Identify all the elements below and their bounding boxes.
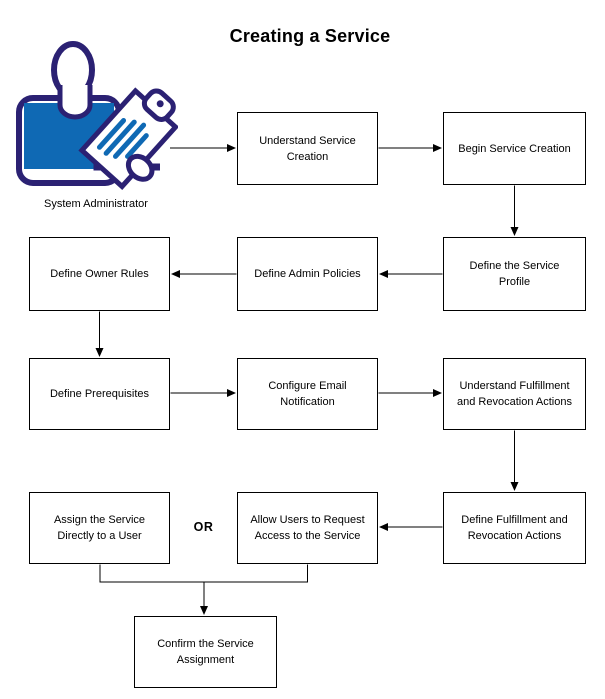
page-title: Creating a Service: [229, 26, 391, 46]
actor-neck: [57, 85, 93, 120]
node-define-prerequisites: Define Prerequisites: [29, 358, 170, 430]
actor-label: System Administrator: [44, 198, 148, 210]
actor-hand: [125, 153, 155, 182]
system-administrator-icon: [16, 41, 178, 190]
node-understand-fulfillment-and-revocation-actions: Understand Fulfillment and Revocation Ac…: [443, 358, 586, 430]
node-define-the-service-profile: Define the Service Profile: [443, 237, 586, 311]
edge-merge-connector: [99, 564, 308, 583]
node-define-fulfillment-and-revocation-actions: Define Fulfillment and Revocation Action…: [443, 492, 586, 564]
clipboard-clip-hole: [156, 100, 164, 108]
node-define-owner-rules: Define Owner Rules: [29, 237, 170, 311]
node-assign-the-service-directly-to-a-user: Assign the Service Directly to a User: [29, 492, 170, 564]
clipboard-icon: [78, 87, 178, 190]
clipboard-writing-lines: [96, 118, 149, 159]
or-label: OR: [193, 520, 214, 534]
node-configure-email-notification: Configure Email Notification: [237, 358, 378, 430]
node-begin-service-creation: Begin Service Creation: [443, 112, 586, 185]
node-confirm-the-service-assignment: Confirm the Service Assignment: [134, 616, 277, 688]
node-understand-service-creation: Understand Service Creation: [237, 112, 378, 185]
node-define-admin-policies: Define Admin Policies: [237, 237, 378, 311]
node-allow-users-to-request-access-to-the-service: Allow Users to Request Access to the Ser…: [237, 492, 378, 564]
